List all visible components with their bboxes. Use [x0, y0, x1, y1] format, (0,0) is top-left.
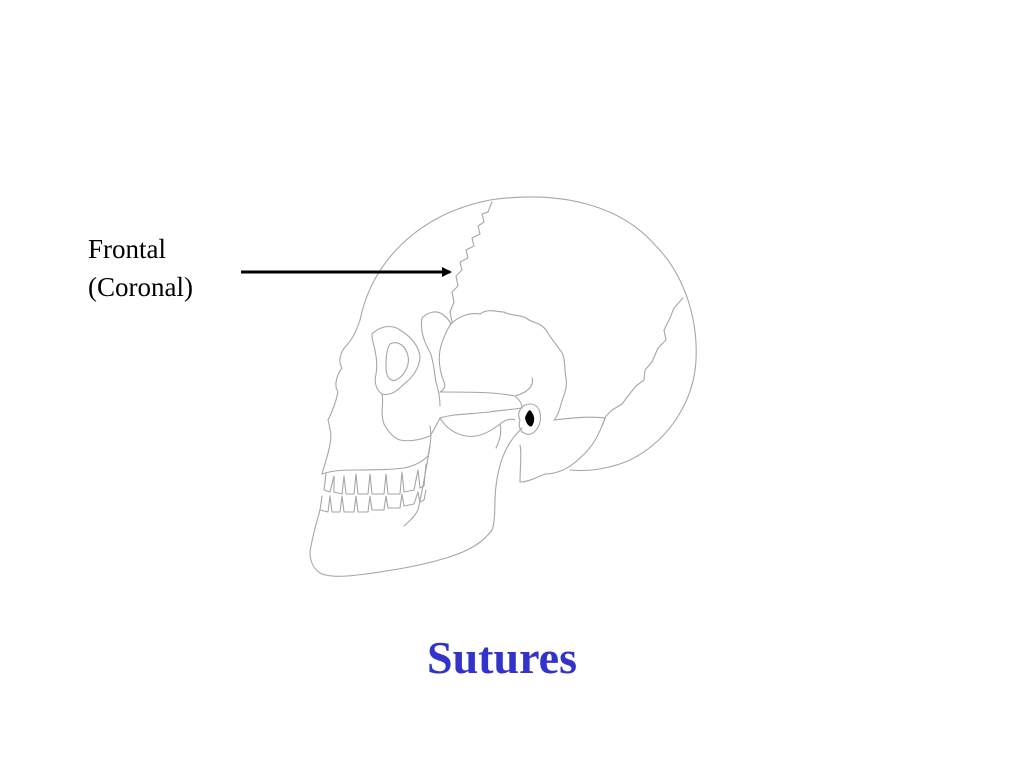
maxilla-lower	[321, 425, 432, 475]
zygomatic-arch	[439, 391, 523, 419]
lower-teeth	[319, 489, 427, 513]
lambdoid-suture	[601, 297, 684, 427]
suture-label-line1: Frontal	[88, 234, 166, 264]
coronoid-process	[495, 423, 502, 449]
sphenoid-outline	[438, 324, 451, 393]
ear-canal-hole	[525, 410, 535, 427]
mandible-outline	[309, 427, 523, 577]
suture-label-line2: (Coronal)	[88, 272, 193, 302]
orbit-outline	[371, 325, 421, 396]
upper-teeth	[323, 463, 427, 495]
maxilla-line	[381, 393, 441, 442]
slide-title: Sutures	[427, 632, 577, 683]
nasal-profile	[321, 319, 361, 475]
coronal-suture	[449, 201, 493, 323]
mastoid-outline	[519, 416, 606, 483]
zygomatic-curve	[514, 377, 534, 397]
cranium-outline	[359, 196, 697, 472]
suture-label: Frontal (Coronal)	[88, 230, 193, 306]
sphenoid-inner	[420, 311, 452, 407]
mandible-ramus-inner	[403, 445, 431, 527]
ear-canal-outline	[518, 403, 542, 435]
squamosal-suture	[449, 310, 567, 421]
temporal-line	[439, 417, 516, 437]
orbit-inner	[385, 342, 409, 381]
